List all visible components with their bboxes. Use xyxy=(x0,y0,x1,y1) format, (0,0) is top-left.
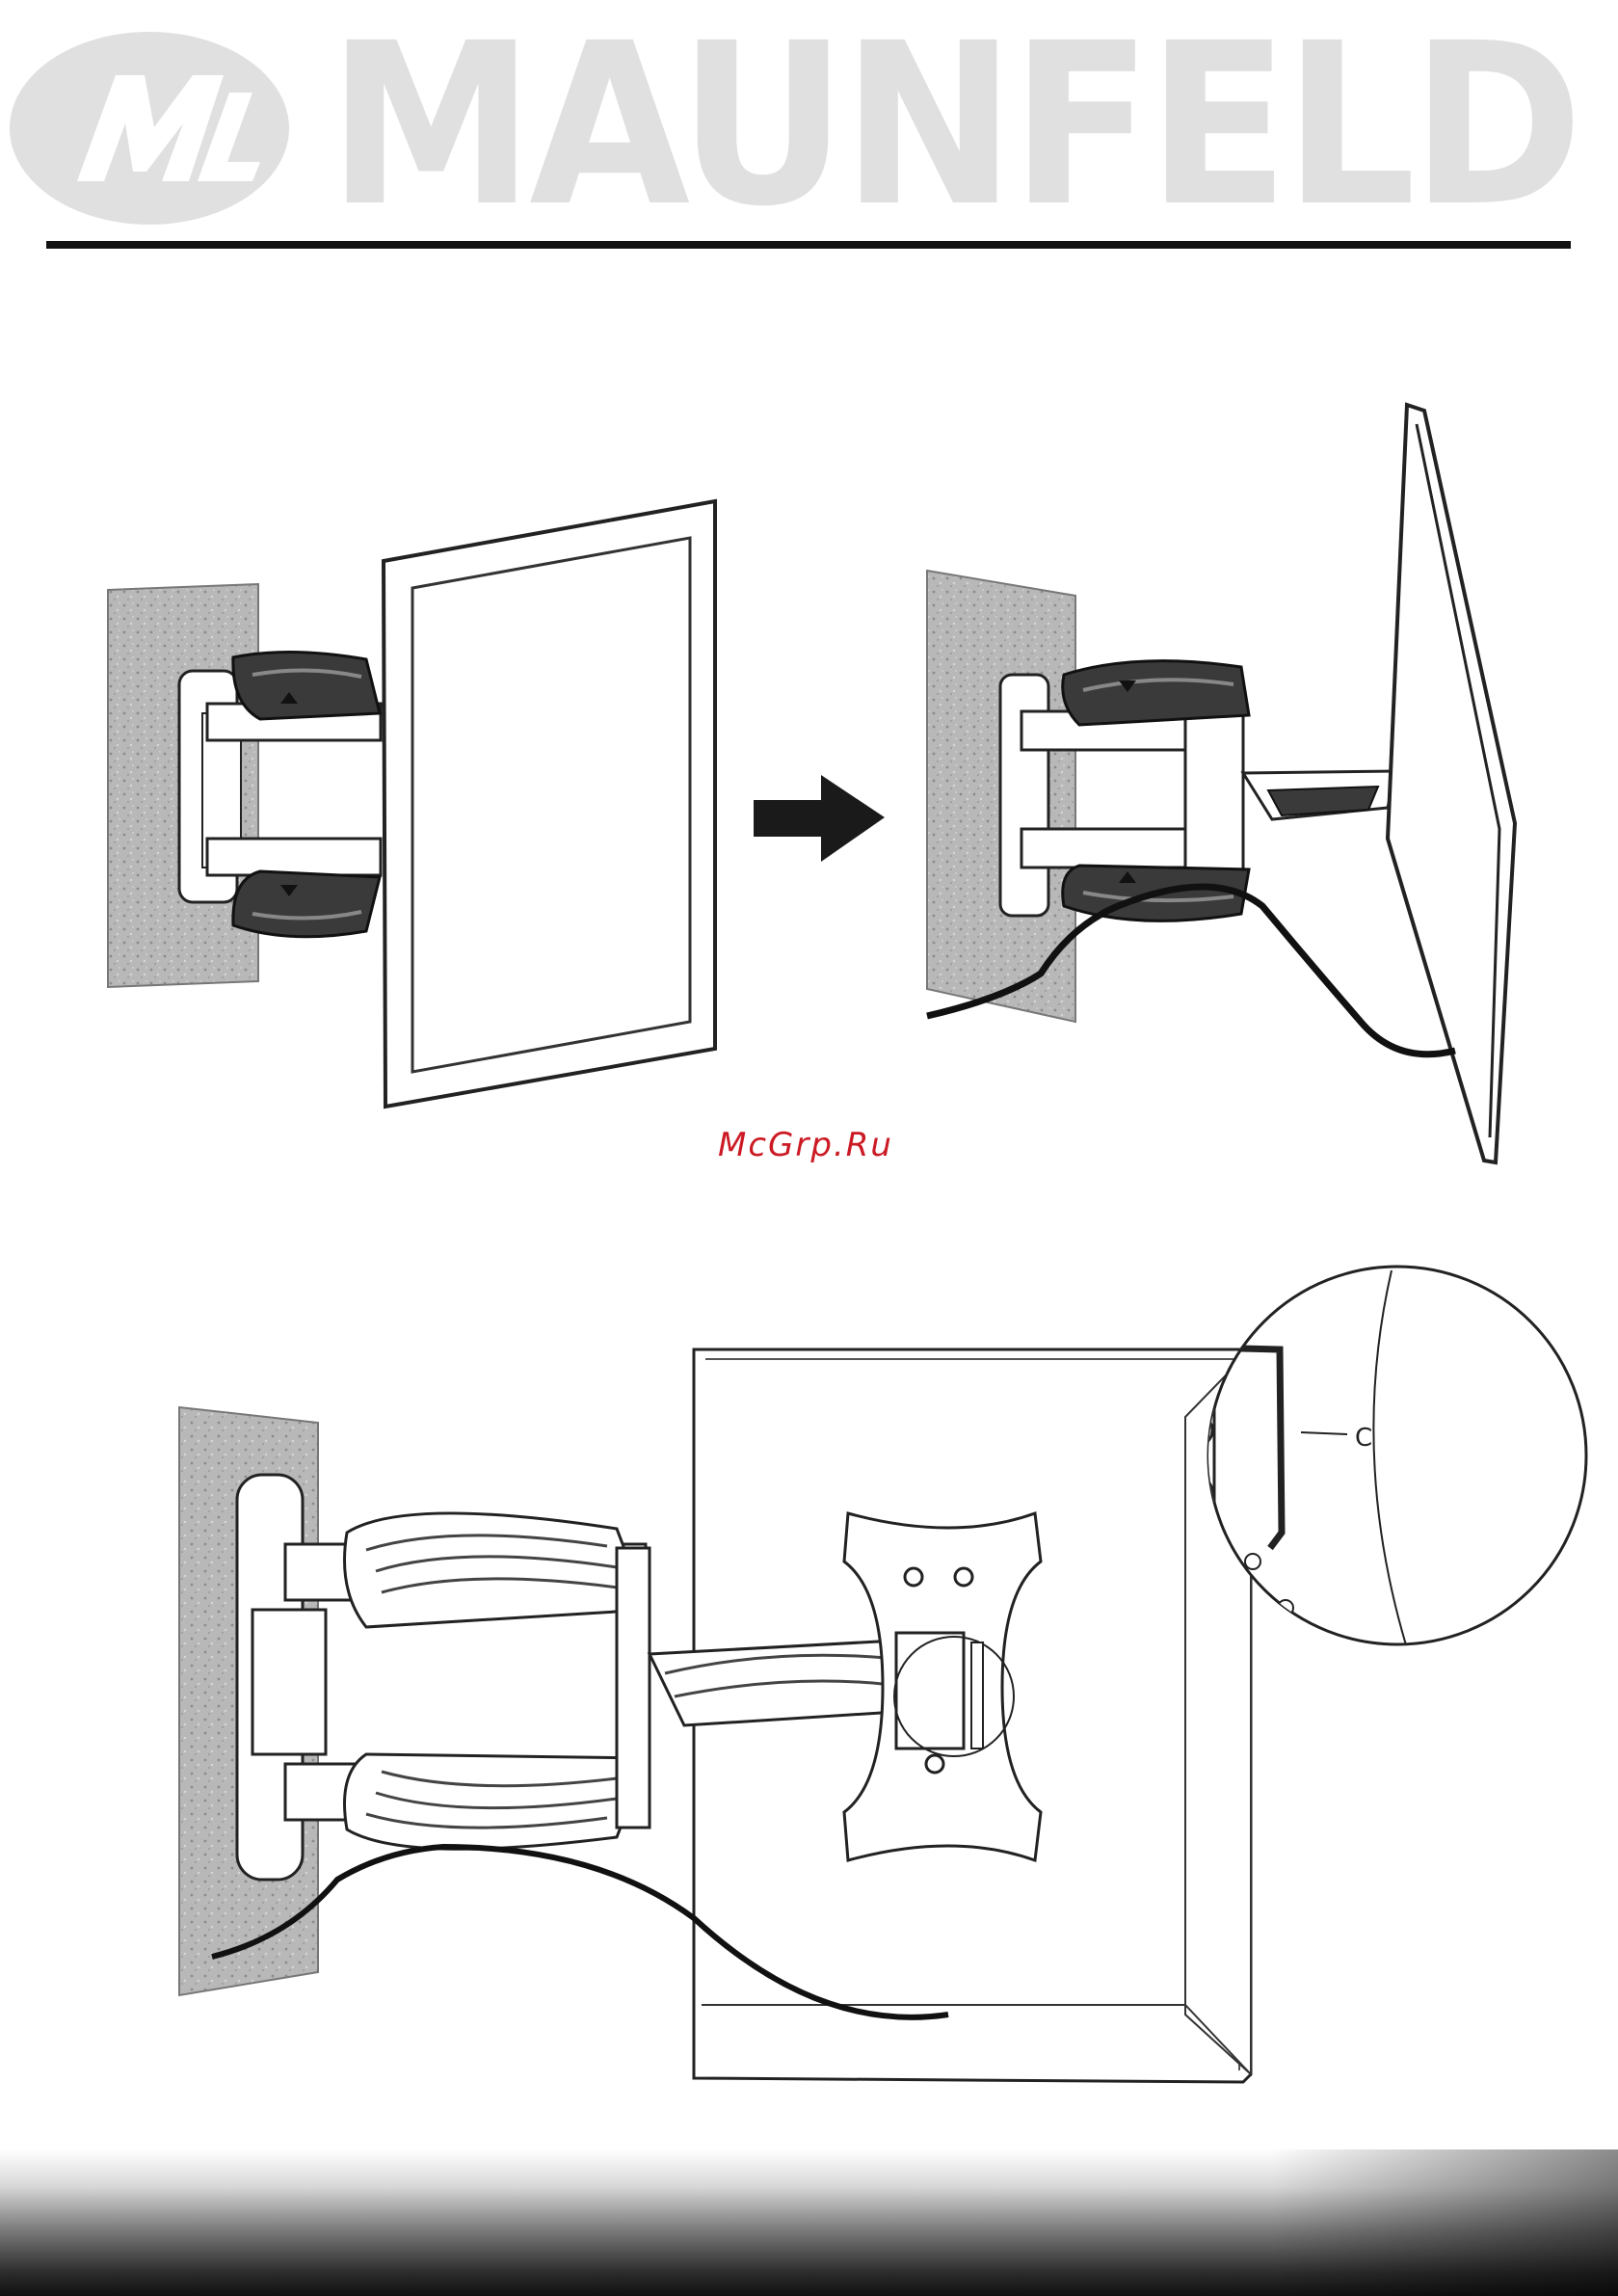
extended-mount-scene xyxy=(927,405,1515,1162)
arm-cover-bottom-left xyxy=(233,871,380,937)
footer-band xyxy=(0,2149,1618,2296)
folded-mount-scene xyxy=(108,501,715,1107)
hex-key-icon xyxy=(971,1642,983,1749)
figure-2 xyxy=(0,1243,1618,2111)
arm-cover-top-right xyxy=(1063,661,1249,725)
arm-cover-top-left xyxy=(233,652,380,719)
header-rule xyxy=(46,241,1571,249)
watermark: McGrp.Ru xyxy=(718,1126,893,1164)
figure-1 xyxy=(0,386,1618,1186)
callout-label-c: C xyxy=(1355,1424,1372,1453)
arm-lower-left xyxy=(207,839,381,875)
arrow-right-icon xyxy=(754,775,885,862)
tv-front-left xyxy=(384,501,715,1107)
brand-name: MAUNFELD xyxy=(328,19,1578,231)
